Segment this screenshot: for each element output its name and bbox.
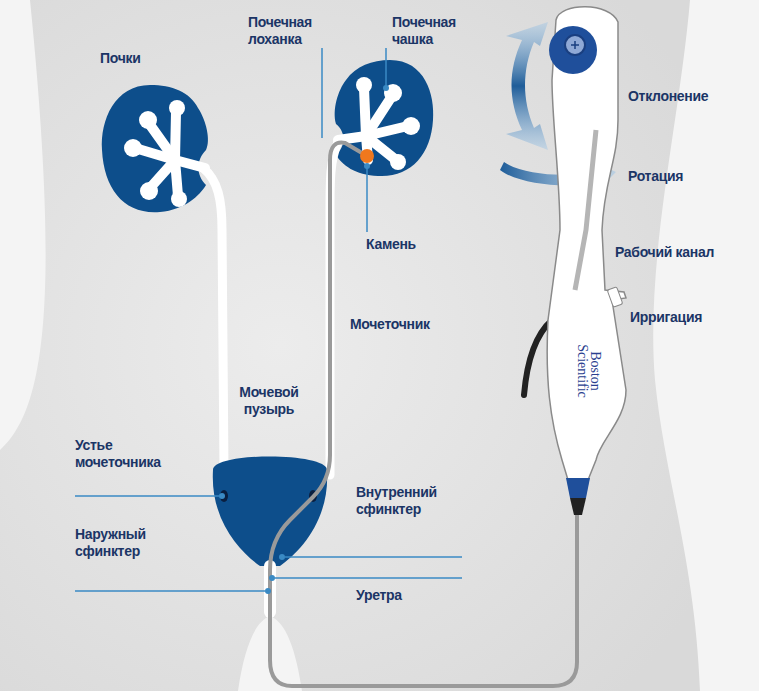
part-label: Мочеточник — [350, 316, 450, 333]
part-label: Уретра — [356, 587, 436, 604]
part-label: Почечная лоханка — [248, 14, 326, 48]
part-label: Ирригация — [630, 309, 740, 326]
part-label: Почки — [100, 50, 170, 67]
orifice-dot — [219, 493, 225, 499]
part-label: Почечная чашка — [392, 14, 467, 48]
part-label: Рабочий канал — [615, 244, 755, 261]
ureteroscope-tube — [270, 143, 577, 686]
brand-logo: Boston Scientific — [576, 336, 602, 406]
left-ureter — [203, 168, 224, 470]
urethra-dot — [269, 575, 275, 581]
stone-dot — [364, 163, 370, 169]
ureteroscope-handle — [547, 7, 626, 515]
deflection-arrow — [506, 22, 548, 150]
part-label: Наружный сфинктер — [75, 526, 175, 560]
part-label: Устье мочеточника — [75, 437, 185, 471]
part-label: Отклонение — [628, 88, 753, 105]
body-silhouette — [0, 0, 700, 691]
calyx-dot — [383, 85, 389, 91]
right-kidney — [335, 60, 434, 176]
kidney-stone — [360, 149, 374, 163]
part-label: Внутренний сфинктер — [356, 484, 456, 518]
internal-sphincter-dot — [279, 554, 285, 560]
part-label: Камень — [366, 236, 446, 253]
part-label: Ротация — [628, 168, 728, 185]
external-sphincter-dot — [265, 588, 271, 594]
part-label: Мочевой пузырь — [224, 384, 314, 418]
left-kidney — [102, 85, 208, 212]
leader-lines — [75, 48, 462, 591]
